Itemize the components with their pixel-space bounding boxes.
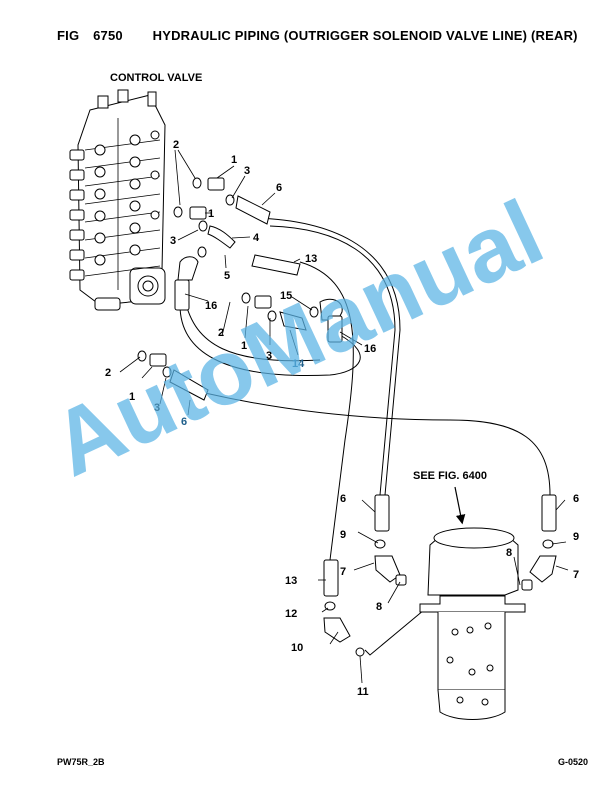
- callout-3-lower-mid: 3: [266, 350, 272, 362]
- callout-2-mid: 2: [218, 327, 224, 339]
- callout-5: 5: [224, 270, 230, 282]
- callout-8-left: 8: [376, 601, 382, 613]
- callout-3-mid: 3: [170, 235, 176, 247]
- see-fig-label: SEE FIG. 6400: [413, 470, 487, 482]
- callout-11: 11: [357, 686, 369, 698]
- callout-1-lower-mid: 1: [241, 340, 247, 352]
- control-valve-label: CONTROL VALVE: [110, 72, 203, 84]
- callout-8-right: 8: [506, 547, 512, 559]
- callout-1-mid: 1: [208, 208, 214, 220]
- fittings-upper: [137, 177, 343, 401]
- callout-6-left: 6: [340, 493, 346, 505]
- figure-number: 6750: [93, 28, 123, 43]
- callout-16-right: 16: [364, 343, 376, 355]
- callout-16-left: 16: [205, 300, 217, 312]
- callout-2-lower: 2: [105, 367, 111, 379]
- callout-13-upper: 13: [305, 253, 317, 265]
- callout-12: 12: [285, 608, 297, 620]
- callout-14: 14: [292, 358, 305, 370]
- callout-9-left: 9: [340, 529, 346, 541]
- figure-label: FIG: [57, 28, 80, 43]
- callout-15: 15: [280, 290, 292, 302]
- leader-lines: [119, 149, 569, 684]
- callout-6-upper: 6: [276, 182, 282, 194]
- hoses: [179, 217, 551, 656]
- control-valve: [69, 89, 166, 311]
- callout-10: 10: [291, 642, 303, 654]
- callout-3-lower: 3: [154, 402, 160, 414]
- figure-title: HYDRAULIC PIPING (OUTRIGGER SOLENOID VAL…: [152, 28, 578, 43]
- callout-numbers: 2 1 3 6 1 3 4 5 13 16 15 2 1 3 14 16 2 1…: [105, 139, 579, 698]
- callout-1-upper: 1: [231, 154, 237, 166]
- callout-4: 4: [253, 232, 260, 244]
- fittings-lower: [323, 494, 557, 657]
- callout-1-lower: 1: [129, 391, 135, 403]
- footer-left-code: PW75R_2B: [57, 757, 105, 767]
- callout-7-left: 7: [340, 566, 346, 578]
- page-header: FIG 6750 HYDRAULIC PIPING (OUTRIGGER SOL…: [57, 28, 578, 43]
- footer-right-code: G-0520: [558, 757, 589, 767]
- callout-13-lower: 13: [285, 575, 297, 587]
- swivel-joint: [419, 527, 526, 720]
- callout-6-right: 6: [573, 493, 579, 505]
- callout-6-lower: 6: [181, 416, 187, 428]
- callout-9-right: 9: [573, 531, 579, 543]
- see-fig-arrow: [454, 486, 466, 525]
- callout-2-upper: 2: [173, 139, 179, 151]
- callout-7-right: 7: [573, 569, 579, 581]
- callout-3-upper: 3: [244, 165, 250, 177]
